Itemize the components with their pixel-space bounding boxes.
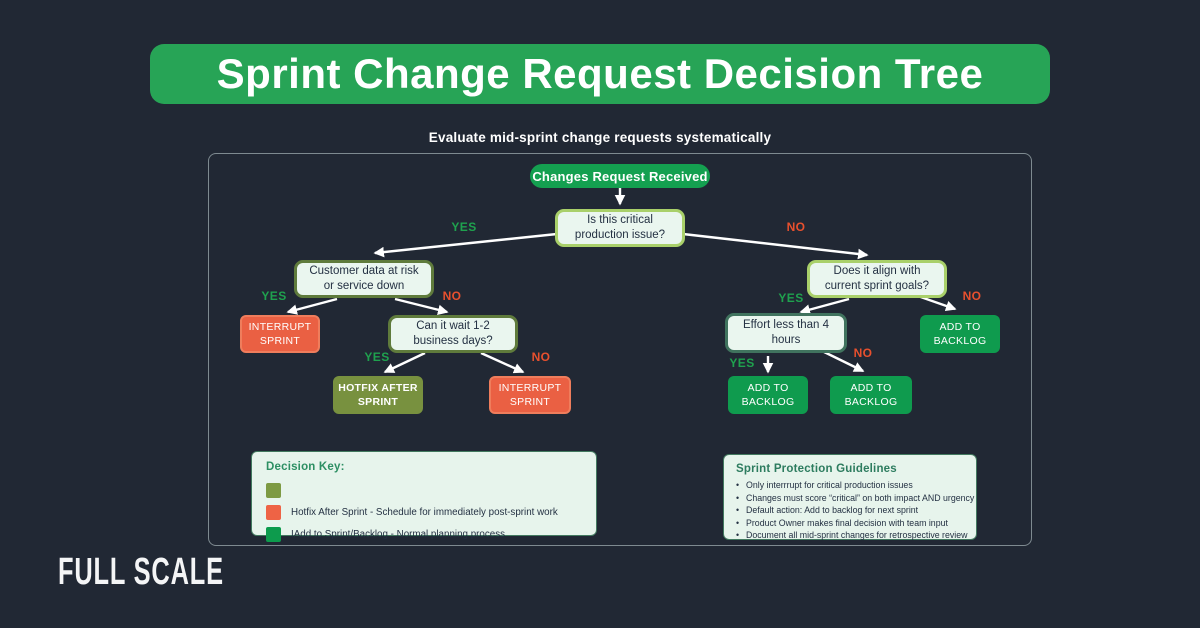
- guidelines-list: • Only interrrupt for critical productio…: [736, 479, 974, 542]
- edge-canwait-interrupt2: [480, 351, 525, 374]
- decision-key-panel: Decision Key: Hotfix After Sprint - Sche…: [251, 451, 597, 542]
- guideline-text: Document all mid-sprint changes for retr…: [746, 530, 968, 541]
- guidelines-panel: Sprint Protection Guidelines • Only inte…: [723, 454, 977, 540]
- edge-label-yes-5: YES: [729, 356, 755, 370]
- edge-customer-interrupt: [286, 297, 338, 315]
- bullet-icon: •: [736, 480, 740, 490]
- guideline-text: Default action: Add to backlog for next …: [746, 505, 919, 516]
- node-critical-question: Is this critical production issue?: [555, 209, 685, 247]
- olive-swatch-icon: [266, 483, 281, 498]
- full-scale-logo: FULL SCALE: [58, 550, 224, 593]
- guideline-item: • Document all mid-sprint changes for re…: [736, 529, 968, 542]
- edge-label-no-4: NO: [962, 289, 982, 303]
- node-add-backlog-right: ADD TO BACKLOG: [920, 315, 1000, 353]
- node-effort-question: Effort less than 4 hours: [725, 313, 847, 353]
- edge-canwait-hotfix: [383, 351, 426, 374]
- guideline-item: • Changes must score “critical” on both …: [736, 492, 974, 505]
- guideline-text: Product Owner makes final decision with …: [746, 517, 948, 528]
- bullet-icon: •: [736, 517, 740, 528]
- guidelines-title: Sprint Protection Guidelines: [736, 463, 897, 475]
- edge-critical-customer: [373, 232, 558, 258]
- decision-key-title: Decision Key:: [266, 461, 345, 473]
- guideline-item: • Default action: Add to backlog for nex…: [736, 504, 964, 517]
- decision-key-row: Hotfix After Sprint - Schedule for immed…: [266, 505, 582, 520]
- node-align-goals-question: Does it align with current sprint goals?: [807, 260, 947, 298]
- edge-label-yes-2: YES: [261, 289, 287, 303]
- decision-tree-canvas: Changes Request Received Is this critica…: [208, 153, 1032, 546]
- node-add-backlog-left: ADD TO BACKLOG: [728, 376, 808, 414]
- edge-label-no-5: NO: [853, 346, 873, 360]
- edge-label-no-1: NO: [786, 220, 806, 234]
- node-interrupt-sprint-1: INTERRUPT SPRINT: [240, 315, 320, 353]
- bullet-icon: •: [736, 505, 740, 516]
- edge-label-no-2: NO: [442, 289, 462, 303]
- green-swatch-icon: [266, 527, 281, 542]
- bullet-icon: •: [736, 530, 740, 541]
- edge-customer-canwait: [394, 297, 449, 315]
- edge-label-yes-4: YES: [778, 291, 804, 305]
- guideline-text: Changes must score “critical” on both im…: [746, 492, 975, 503]
- edge-align-effort: [799, 297, 850, 315]
- node-interrupt-sprint-2: INTERRUPT SPRINT: [489, 376, 571, 414]
- edge-critical-align: [682, 232, 869, 260]
- node-changes-request-received: Changes Request Received: [530, 164, 710, 188]
- node-add-backlog-mid: ADD TO BACKLOG: [830, 376, 912, 414]
- decision-key-row: IAdd to Sprint/Backlog - Normal planning…: [266, 527, 582, 542]
- decision-key-row: [266, 483, 582, 498]
- guideline-text: Only interrrupt for critical production …: [746, 480, 913, 490]
- page-subtitle: Evaluate mid-sprint change requests syst…: [428, 130, 772, 145]
- edge-label-yes-3: YES: [364, 350, 390, 364]
- guideline-item: • Product Owner makes final decision wit…: [736, 517, 964, 530]
- decision-key-label: Hotfix After Sprint - Schedule for immed…: [291, 507, 558, 518]
- node-customer-risk-question: Customer data at risk or service down: [294, 260, 434, 298]
- orange-swatch-icon: [266, 505, 281, 520]
- guideline-item: • Only interrrupt for critical productio…: [736, 479, 964, 492]
- page-title: Sprint Change Request Decision Tree: [216, 50, 984, 97]
- decision-key-label: IAdd to Sprint/Backlog - Normal planning…: [291, 529, 506, 540]
- node-hotfix-after-sprint: HOTFIX AFTER SPRINT: [333, 376, 423, 414]
- edge-label-no-3: NO: [531, 350, 551, 364]
- node-can-wait-question: Can it wait 1-2 business days?: [388, 315, 518, 353]
- edge-label-yes-1: YES: [451, 220, 477, 234]
- title-banner: Sprint Change Request Decision Tree: [150, 44, 1050, 104]
- bullet-icon: •: [736, 492, 740, 503]
